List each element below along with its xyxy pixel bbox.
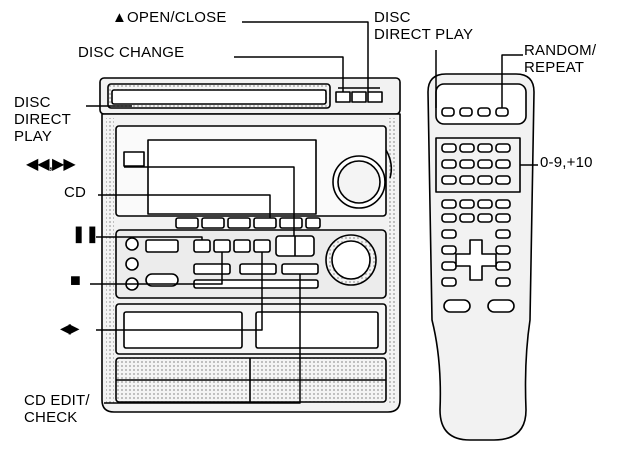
remote-number-buttons — [441, 143, 511, 185]
tape-button-2 — [239, 263, 277, 275]
leader-open-close — [242, 21, 369, 92]
leader-stop — [90, 252, 223, 285]
label-disc-direct-play-left: DISC DIRECT PLAY — [14, 94, 72, 145]
leader-direction — [96, 252, 263, 331]
stereo-unit — [99, 77, 401, 413]
remote-oval-button-1 — [443, 299, 471, 313]
jack-2 — [125, 257, 139, 271]
leader-skip — [124, 166, 295, 236]
left-side-texture — [106, 118, 114, 404]
leader-cd-edit-check — [104, 274, 301, 404]
label-disc-change: DISC CHANGE — [78, 44, 185, 61]
tray-button-3 — [367, 91, 383, 103]
label-cd-edit-check: CD EDIT/ CHECK — [24, 392, 90, 426]
remote-top-panel — [435, 83, 527, 125]
leader-random-repeat — [501, 54, 523, 108]
label-disc-direct-play-remote: DISC DIRECT PLAY — [374, 9, 474, 43]
volume-knob-inner — [337, 160, 381, 204]
cassette-deck-b — [255, 311, 379, 349]
function-button-1 — [175, 217, 199, 229]
remote-button-disc-direct — [441, 107, 455, 117]
transport-button-3 — [233, 239, 251, 253]
tray-button-1 — [335, 91, 351, 103]
leader-pause — [96, 236, 203, 240]
function-button-cd — [253, 217, 277, 229]
jog-dial-inner — [331, 240, 371, 280]
remote-control — [427, 73, 535, 441]
tape-button-1 — [193, 263, 231, 275]
remote-oval-button-2 — [487, 299, 515, 313]
right-side-texture — [388, 118, 396, 404]
transport-button-4 — [253, 239, 271, 253]
stop-button — [213, 239, 231, 253]
left-panel-button-2 — [145, 273, 179, 287]
left-panel-button-1 — [145, 239, 179, 253]
leader-disc-change — [234, 56, 344, 92]
function-button-6 — [305, 217, 321, 229]
label-direction: ◀▶ — [60, 320, 79, 336]
display-window — [147, 139, 317, 215]
label-open-close: ▲OPEN/CLOSE — [112, 9, 227, 26]
function-button-3 — [227, 217, 251, 229]
label-random-repeat: RANDOM/ REPEAT — [524, 42, 597, 76]
label-pause: ❚❚ — [72, 226, 100, 243]
tray-button-2 — [351, 91, 367, 103]
volume-arc — [385, 149, 393, 179]
remote-button-random — [495, 107, 509, 117]
jack-1 — [125, 237, 139, 251]
remote-dpad — [455, 239, 497, 281]
disc-tray-front — [111, 89, 327, 105]
function-button-2 — [201, 217, 225, 229]
label-cd: CD — [64, 184, 87, 201]
remote-button-2 — [459, 107, 473, 117]
function-button-5 — [279, 217, 303, 229]
label-numbers: 0-9,+10 — [540, 154, 593, 171]
callout-lines — [86, 21, 538, 404]
pause-button — [193, 239, 211, 253]
cd-edit-button — [281, 263, 319, 275]
label-stop: ■ — [70, 270, 82, 290]
remote-middle-buttons — [441, 199, 511, 287]
leader-cd — [98, 194, 271, 218]
remote-button-3 — [477, 107, 491, 117]
label-skip: ◀◀,▶▶ — [26, 156, 76, 173]
display-left-button — [123, 151, 145, 167]
